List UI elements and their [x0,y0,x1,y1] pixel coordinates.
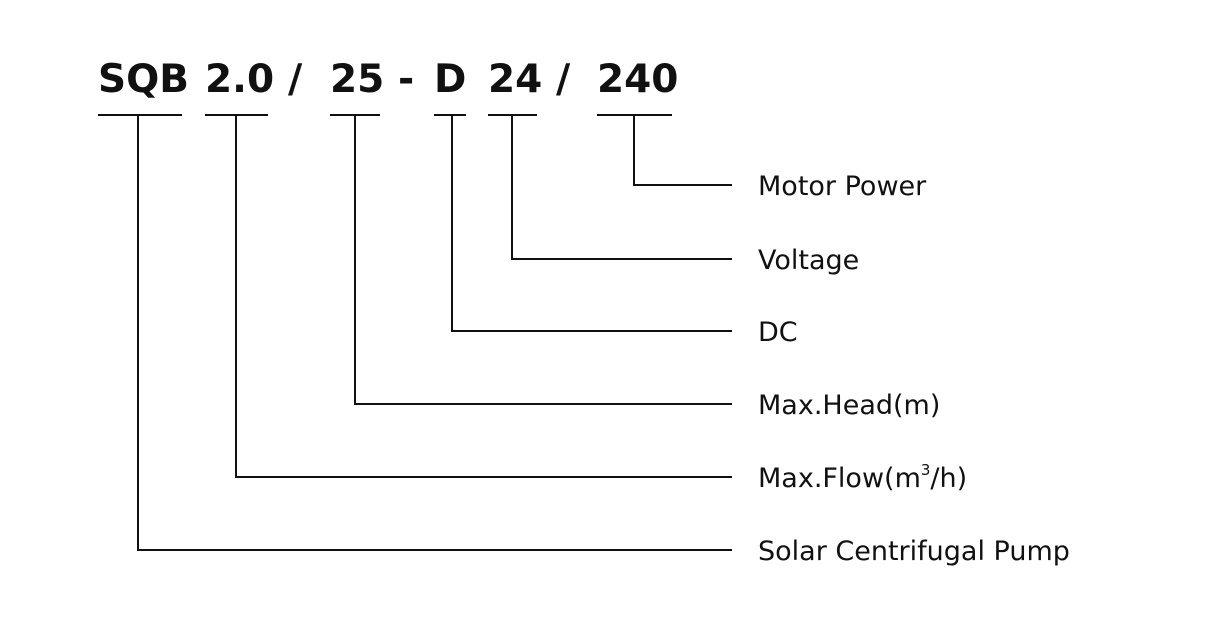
label-dc: DC [758,317,798,348]
label-voltage: Voltage [758,245,859,276]
leader-line-max-flow [235,115,732,478]
leader-line-voltage [511,115,732,260]
code-segment-dc: D [434,57,466,102]
code-separator-dash: - [398,57,414,102]
code-segment-max-head: 25 [330,57,384,102]
label-max-flow-superscript: 3 [921,461,931,479]
label-motor-power: Motor Power [758,171,927,202]
leader-line-motor-power [633,115,732,186]
leader-line-dc [451,115,732,332]
code-segment-pump-type: SQB [98,57,189,102]
code-segment-voltage: 24 [488,57,542,102]
label-pump-type: Solar Centrifugal Pump [758,536,1070,567]
model-code: SQB 2.0 / 25 - D 24 / 240 [98,57,678,102]
leader-line-pump-type [137,115,732,551]
label-max-flow: Max.Flow(m3/h) [758,461,967,494]
label-max-flow-prefix: Max.Flow(m [758,463,921,494]
label-max-head: Max.Head(m) [758,390,940,421]
labels: Motor Power Voltage DC Max.Head(m) Max.F… [758,171,1070,567]
code-segment-motor-power: 240 [597,57,678,102]
code-segment-max-flow: 2.0 [205,57,274,102]
code-separator-slash-2: / [556,57,571,102]
leader-line-max-head [354,115,732,405]
code-separator-slash-1: / [288,57,303,102]
leader-lines [137,115,732,551]
label-max-flow-suffix: /h) [930,463,967,494]
